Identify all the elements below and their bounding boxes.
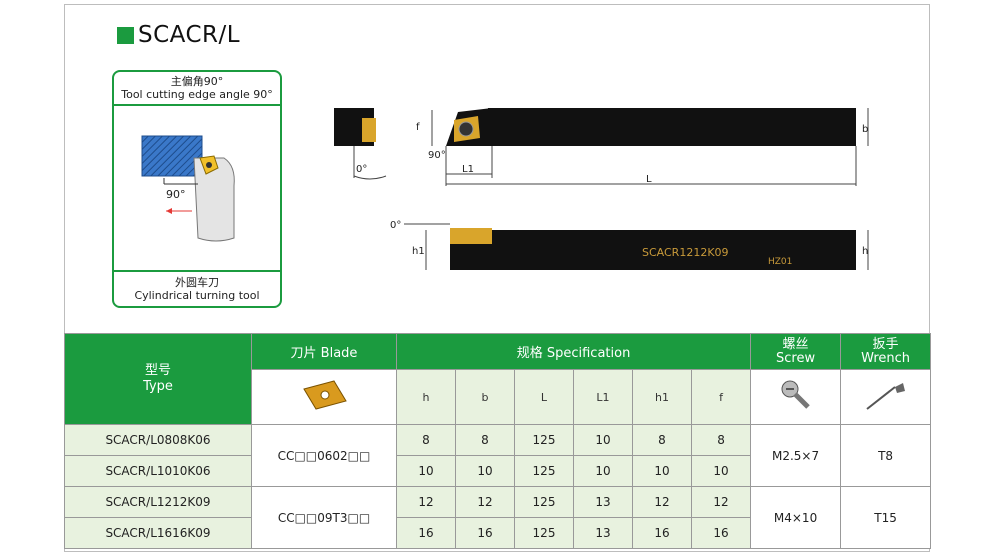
type-row-2: SCACR/L1010K06 [64, 455, 252, 487]
row1-L: 125 [514, 424, 574, 456]
dim-f: f [416, 122, 420, 133]
blade-image-cell [251, 369, 397, 425]
dim-b: b [862, 124, 868, 135]
illustration-panel: 主偏角90° Tool cutting edge angle 90° 90° 外… [112, 70, 282, 308]
side-view-insert [450, 228, 492, 244]
row2-h: 10 [396, 455, 456, 487]
row3-f: 12 [690, 486, 752, 518]
dim-L1: L1 [462, 164, 474, 175]
panel-top-zh: 主偏角90° [170, 75, 224, 88]
panel-divider-top [114, 104, 280, 106]
workpiece-block [141, 135, 203, 177]
blade-group-1: CC□□0602□□ [251, 424, 397, 487]
screw-header-zh: 螺丝 [782, 336, 809, 352]
row4-f: 16 [690, 517, 752, 549]
screw-header-en: Screw [776, 350, 816, 366]
row2-f: 10 [690, 455, 752, 487]
row4-b: 16 [455, 517, 515, 549]
tool-technical-drawing: 0° f 90° b L1 L 0° h1 h SCACR1212K09 HZ0… [334, 108, 869, 270]
screw-group-2: M4×10 [750, 486, 842, 549]
row3-b: 12 [455, 486, 515, 518]
screw-header: 螺丝 Screw [750, 333, 842, 370]
brand-marking: HZ01 [768, 257, 792, 267]
panel-top-en: Tool cutting edge angle 90° [121, 88, 273, 101]
end-view-insert [362, 118, 376, 142]
row4-L1: 13 [573, 517, 633, 549]
shank-marking: SCACR1212K09 [642, 246, 729, 259]
type-header-en: Type [143, 379, 173, 394]
row4-h: 16 [396, 517, 456, 549]
row3-L: 125 [514, 486, 574, 518]
specification-table: 型号 Type 刀片 Blade 规格 Specification 螺丝 Scr… [64, 333, 932, 549]
row3-h: 12 [396, 486, 456, 518]
type-header-zh: 型号 [144, 363, 171, 378]
type-row-4: SCACR/L1616K09 [64, 517, 252, 549]
corner-angle: 90° [428, 150, 446, 161]
row2-b: 10 [455, 455, 515, 487]
spec-col-h1: h1 [632, 369, 692, 425]
wrench-header-en: Wrench [861, 350, 911, 366]
top-view-insert-screw-icon [458, 121, 474, 137]
row4-h1: 16 [632, 517, 692, 549]
insert-screw-icon [206, 162, 212, 168]
wrench-group-1: T8 [840, 424, 932, 487]
wrench-icon [865, 383, 905, 410]
blade-header: 刀片 Blade [251, 333, 397, 370]
spec-col-h: h [396, 369, 456, 425]
row3-h1: 12 [632, 486, 692, 518]
panel-bottom-zh: 外圆车刀 [175, 276, 219, 289]
screw-group-1: M2.5×7 [750, 424, 842, 487]
dim-h1: h1 [412, 246, 425, 257]
wrench-header: 扳手 Wrench [840, 333, 932, 370]
row1-f: 8 [690, 424, 752, 456]
insert-blade-icon [303, 380, 347, 410]
row1-L1: 10 [573, 424, 633, 456]
row1-b: 8 [455, 424, 515, 456]
blade-group-2: CC□□09T3□□ [251, 486, 397, 549]
spec-header: 规格 Specification [395, 333, 752, 370]
panel-bottom-en: Cylindrical turning tool [134, 289, 260, 302]
dim-h: h [862, 246, 868, 257]
spec-col-b: b [455, 369, 515, 425]
wrench-header-zh: 扳手 [872, 336, 899, 352]
spec-col-L1: L1 [573, 369, 633, 425]
feed-direction-arrow-icon [166, 208, 172, 214]
product-title-text: SCACR/L [138, 22, 241, 48]
tool-shank [193, 157, 235, 242]
top-view-shank [488, 108, 856, 146]
spec-col-f: f [690, 369, 752, 425]
wrench-image-cell [840, 369, 932, 425]
panel-angle-label: 90° [166, 188, 186, 201]
product-title: SCACR/L [117, 20, 240, 50]
title-marker-square [117, 26, 134, 44]
turning-diagram: 90° [141, 135, 235, 242]
row3-L1: 13 [573, 486, 633, 518]
screw-icon [781, 380, 810, 409]
side-view-shank [450, 230, 856, 270]
screw-image-cell [750, 369, 842, 425]
dim-L: L [646, 174, 652, 185]
type-row-1: SCACR/L0808K06 [64, 424, 252, 456]
spec-col-L: L [514, 369, 574, 425]
wrench-group-2: T15 [840, 486, 932, 549]
end-view-angle: 0° [356, 164, 367, 175]
row4-L: 125 [514, 517, 574, 549]
row2-L1: 10 [573, 455, 633, 487]
row1-h: 8 [396, 424, 456, 456]
type-row-3: SCACR/L1212K09 [64, 486, 252, 518]
row2-h1: 10 [632, 455, 692, 487]
side-view-angle: 0° [390, 220, 401, 231]
row2-L: 125 [514, 455, 574, 487]
panel-divider-bottom [114, 270, 280, 272]
type-header: 型号 Type [64, 333, 252, 425]
row1-h1: 8 [632, 424, 692, 456]
